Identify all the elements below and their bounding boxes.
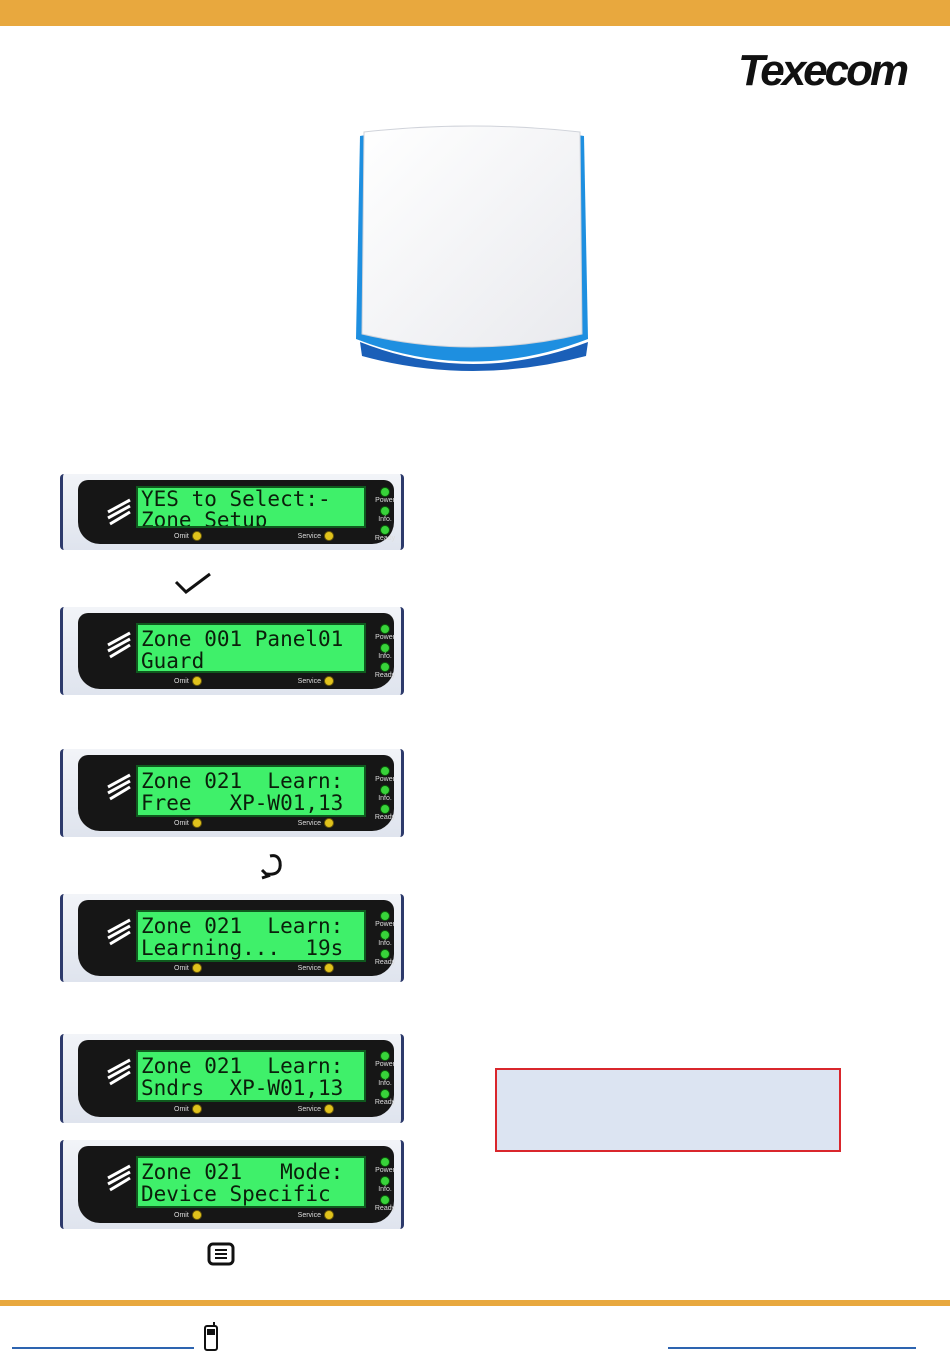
lcd-screen: Zone 021 Learn: Sndrs XP-W01,13 [136, 1050, 366, 1102]
keypad-logo-icon [107, 498, 131, 526]
keypad-display-1: YES to Select:- Zone Setup Power Info. R… [60, 474, 404, 550]
keypad-logo-icon [107, 1164, 131, 1192]
lcd-screen: Zone 021 Mode: Device Specific [136, 1156, 366, 1208]
mobile-phone-icon [204, 1322, 218, 1351]
lcd-screen: YES to Select:- Zone Setup [136, 486, 366, 528]
lcd-line-2: Zone Setup [141, 508, 268, 528]
footer-line-left [12, 1347, 194, 1349]
keypad-logo-icon [107, 631, 131, 659]
note-box [495, 1068, 841, 1152]
lcd-screen: Zone 021 Learn: Free XP-W01,13 [136, 765, 366, 817]
lcd-screen: Zone 001 Panel01 Guard [136, 623, 366, 673]
bottom-accent-bar [0, 1300, 950, 1306]
keypad-display-3: Zone 021 Learn: Free XP-W01,13 Power Inf… [60, 749, 404, 837]
undo-arrow-icon [260, 854, 282, 880]
keypad-display-4: Zone 021 Learn: Learning... 19s Power In… [60, 894, 404, 982]
keypad-display-2: Zone 001 Panel01 Guard Power Info. Ready… [60, 607, 404, 695]
sounder-product-image [356, 125, 588, 371]
lcd-line-1: YES to Select:- [141, 487, 331, 511]
keypad-display-6: Zone 021 Mode: Device Specific Power Inf… [60, 1140, 404, 1229]
check-icon [174, 572, 211, 594]
menu-icon [207, 1242, 235, 1266]
keypad-display-5: Zone 021 Learn: Sndrs XP-W01,13 Power In… [60, 1034, 404, 1123]
keypad-logo-icon [107, 773, 131, 801]
lcd-screen: Zone 021 Learn: Learning... 19s [136, 910, 366, 962]
keypad-logo-icon [107, 918, 131, 946]
texecom-logo: Texecom [738, 46, 909, 95]
footer-line-right [668, 1347, 916, 1349]
top-accent-bar [0, 0, 950, 26]
keypad-logo-icon [107, 1058, 131, 1086]
